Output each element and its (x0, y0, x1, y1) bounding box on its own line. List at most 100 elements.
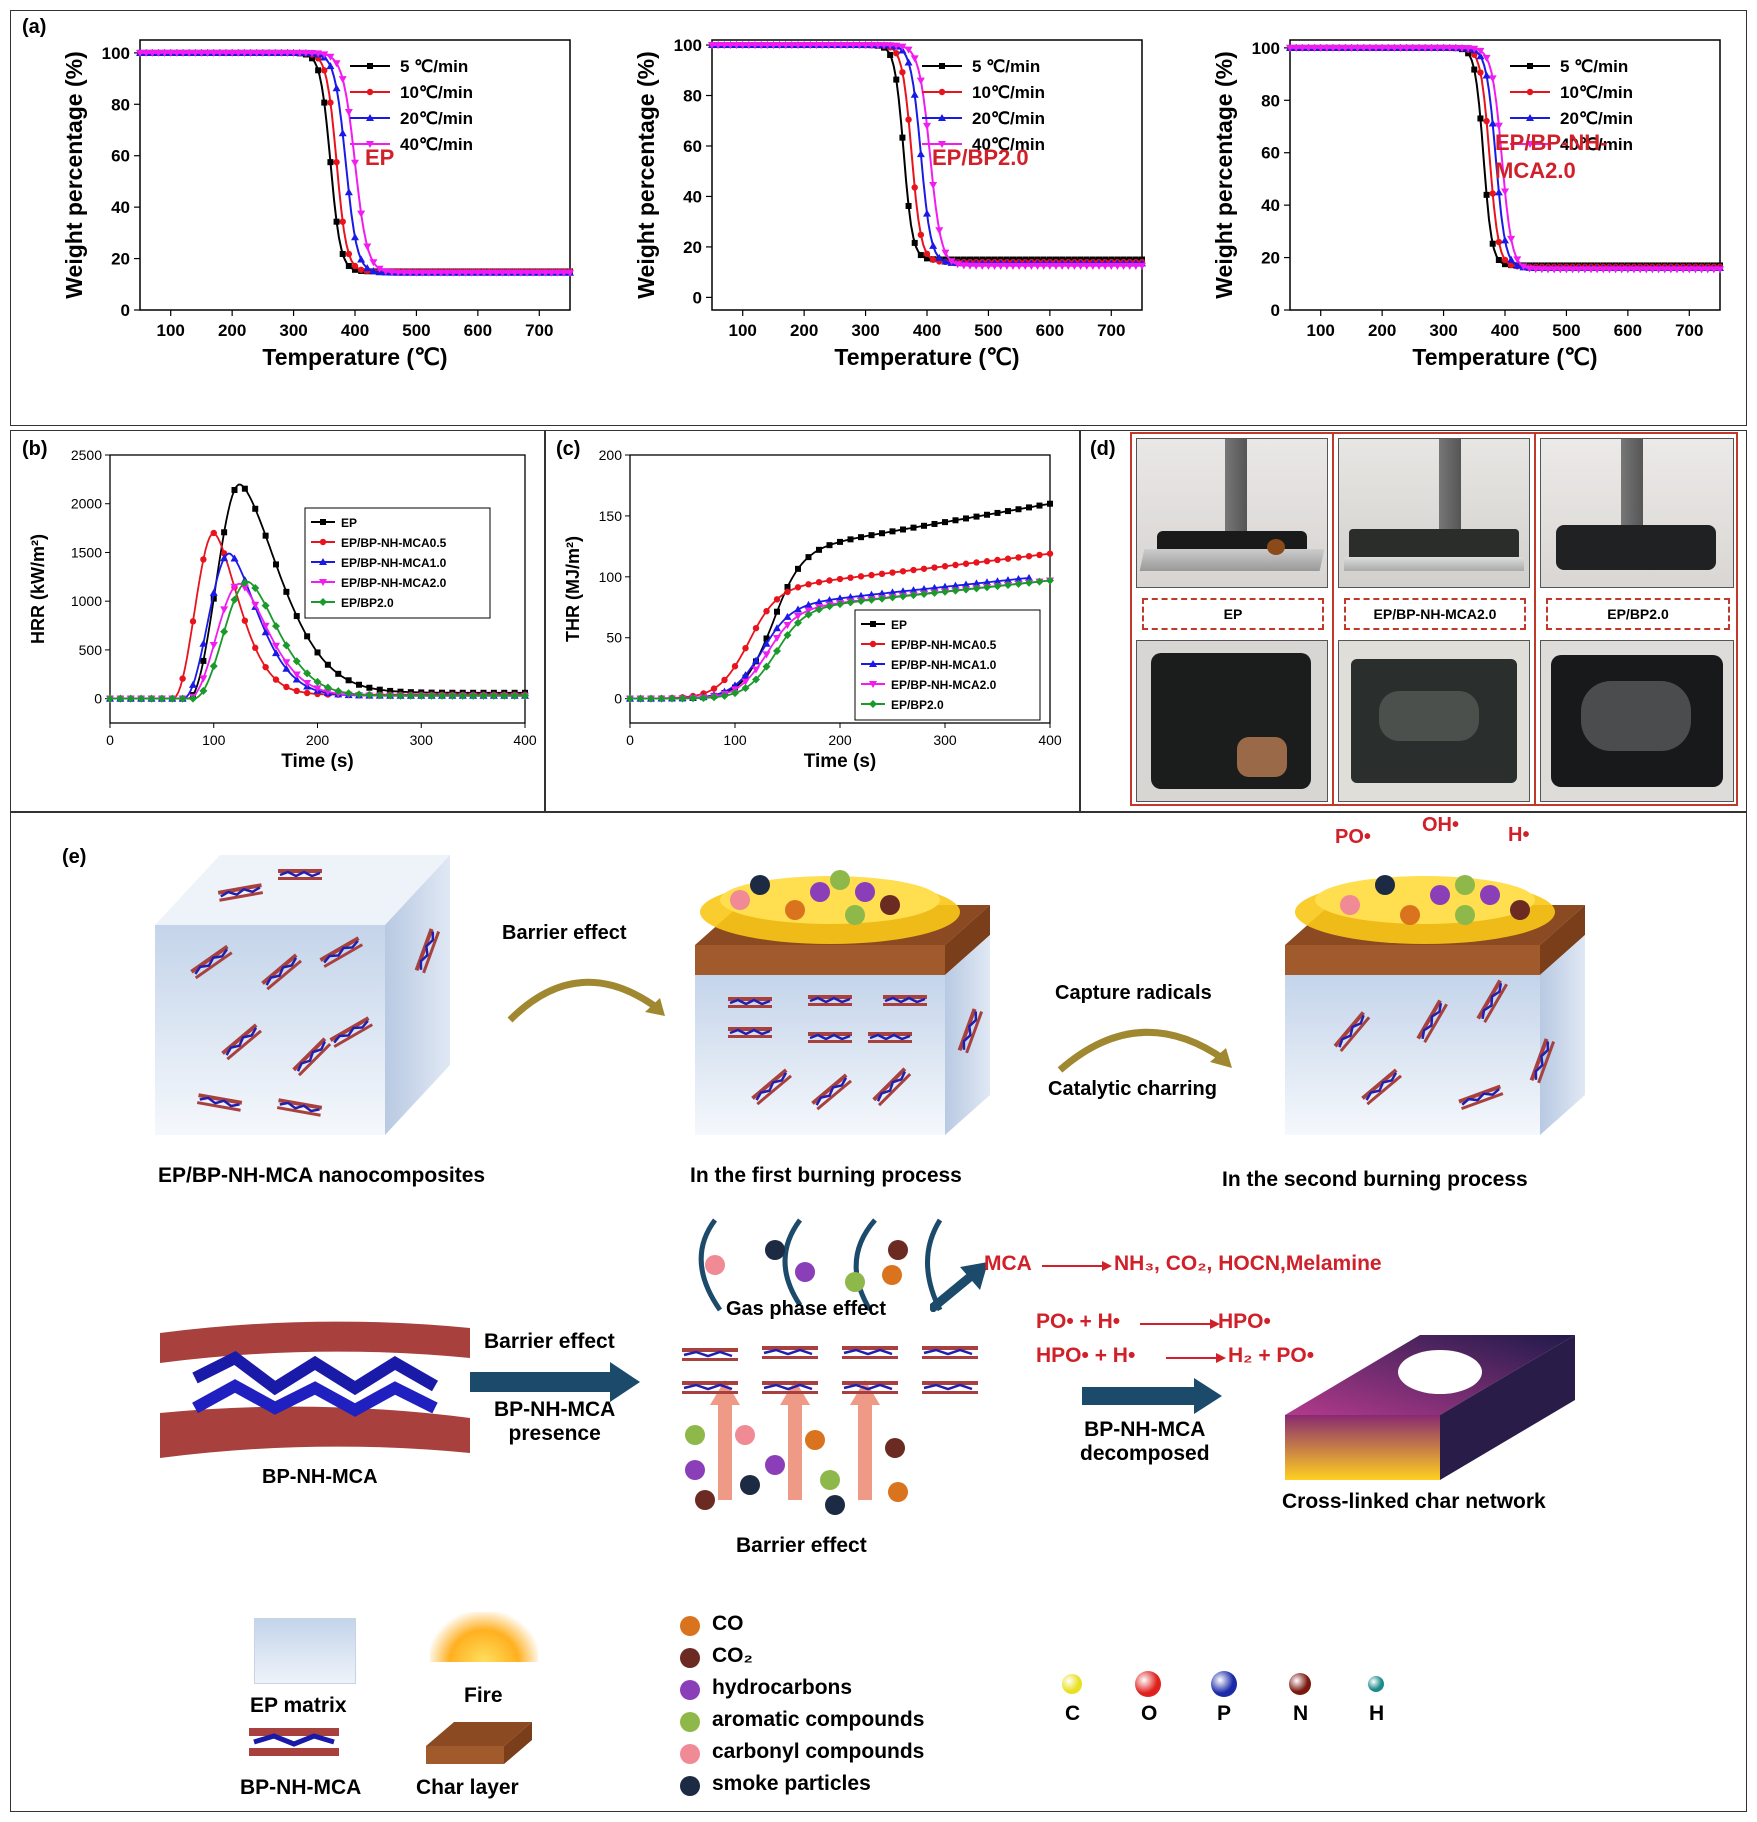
data-point (363, 264, 372, 272)
data-point (303, 679, 312, 687)
data-point (381, 268, 390, 276)
data-point (234, 49, 243, 57)
data-point (448, 691, 457, 700)
legend-marker (1526, 88, 1534, 96)
data-point (261, 601, 270, 610)
legend-label: 10℃/min (400, 83, 473, 102)
data-point (1482, 54, 1491, 62)
data-point (763, 607, 770, 615)
data-point (335, 670, 342, 677)
data-point (824, 42, 833, 50)
data-point (272, 649, 280, 657)
data-point (931, 564, 938, 571)
gas-legend-label: smoke particles (712, 1772, 871, 1795)
data-point (314, 50, 323, 58)
data-point (324, 661, 331, 668)
data-point (815, 605, 823, 614)
data-point (282, 641, 291, 650)
data-point (752, 624, 760, 632)
nanosheet (808, 995, 852, 1006)
photo-ep-top (1136, 640, 1328, 802)
data-point (857, 597, 865, 606)
nanosheet (808, 1032, 852, 1043)
legend-marker (938, 141, 946, 148)
data-point (1335, 44, 1344, 52)
data-point (1036, 551, 1043, 559)
data-point (500, 691, 509, 700)
x-tick-label: 200 (1368, 321, 1396, 340)
data-point (794, 605, 802, 613)
data-point (1408, 44, 1417, 52)
data-point (189, 680, 197, 688)
cube-first-burning (695, 870, 990, 1135)
data-point (406, 269, 415, 277)
data-point (699, 693, 708, 702)
y-tick-label: 100 (1252, 39, 1280, 58)
data-point (899, 134, 906, 141)
data-point (708, 42, 716, 50)
data-point (344, 689, 353, 698)
data-point (794, 42, 802, 50)
data-point (1513, 256, 1522, 264)
data-point (1292, 44, 1301, 52)
chart-annotation: EP/BP-NH- (1495, 130, 1607, 155)
data-point (547, 269, 556, 277)
data-point (375, 265, 384, 273)
data-point (467, 269, 476, 277)
data-point (1568, 266, 1577, 274)
data-point (1617, 266, 1626, 274)
x-tick-label: 400 (913, 321, 941, 340)
gas-molecule (735, 1425, 755, 1445)
data-point (868, 571, 875, 579)
panel-a-label: (a) (22, 16, 47, 38)
data-point (763, 42, 772, 50)
x-tick-label: 0 (106, 732, 114, 748)
legend-label: EP/BP2.0 (891, 698, 944, 712)
data-point (178, 694, 187, 703)
data-point (191, 49, 200, 57)
data-point (1025, 578, 1033, 587)
data-point (295, 49, 304, 57)
data-point (1495, 257, 1502, 264)
data-point (199, 675, 208, 683)
gas-legend-dot (680, 1744, 700, 1764)
data-point (559, 269, 568, 277)
data-point (861, 42, 870, 50)
legend-marker (319, 558, 327, 565)
legend-char-layer: Char layer (416, 1776, 519, 1799)
data-point (1502, 261, 1508, 268)
data-point (1519, 263, 1528, 271)
data-point (1396, 44, 1405, 52)
data-point (240, 578, 249, 587)
data-point (900, 526, 906, 533)
data-point (1076, 262, 1085, 270)
data-point (283, 588, 290, 595)
x-axis-label: Temperature (℃) (1412, 344, 1597, 370)
data-point (773, 596, 781, 603)
legend-marker (1526, 114, 1534, 121)
po-radical-label: PO• (1335, 826, 1371, 848)
data-point (904, 46, 913, 54)
data-point (1544, 266, 1552, 274)
data-point (1501, 188, 1509, 196)
data-point (1036, 502, 1043, 509)
data-point (209, 662, 218, 671)
y-tick-label: 100 (102, 44, 130, 63)
x-tick-label: 700 (525, 321, 553, 340)
data-point (867, 595, 876, 604)
legend-marker (366, 88, 374, 96)
ep-matrix-swatch (254, 1618, 356, 1684)
data-point (387, 687, 394, 694)
gas-legend-dot (680, 1616, 700, 1636)
atom-c-icon (1062, 1674, 1082, 1694)
data-point (1477, 115, 1484, 122)
gas-molecule (740, 1475, 760, 1495)
caption-nanocomposites: EP/BP-NH-MCA nanocomposites (158, 1164, 486, 1187)
legend-label: 20℃/min (972, 109, 1045, 128)
nanosheet (842, 1381, 898, 1394)
data-point (847, 574, 854, 581)
data-point (794, 618, 802, 627)
data-point (899, 587, 907, 595)
oh-radical-label: OH• (1422, 814, 1460, 836)
data-point (332, 84, 341, 92)
